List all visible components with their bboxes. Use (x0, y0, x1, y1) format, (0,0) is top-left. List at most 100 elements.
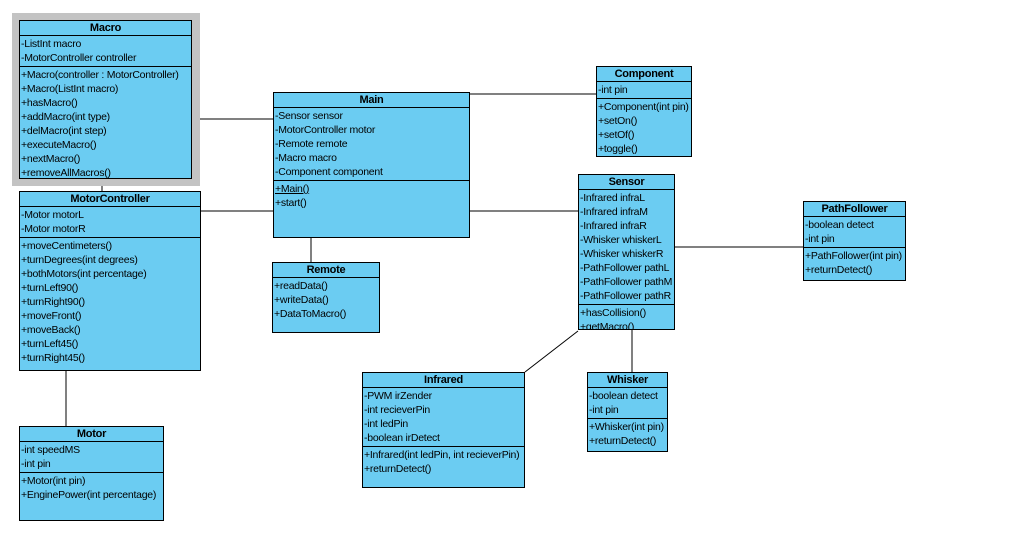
method-row: +returnDetect() (589, 435, 657, 447)
class-name: Remote (273, 263, 379, 278)
method-row: +turnLeft90() (21, 282, 79, 294)
attribute-row: -PathFollower pathL (580, 262, 670, 274)
attributes-compartment: -Motor motorL -Motor motorR (20, 207, 200, 238)
connector-sensor-to-infrared[interactable] (524, 330, 579, 373)
method-row: +hasMacro() (21, 97, 78, 109)
attribute-row: -boolean detect (589, 390, 658, 402)
methods-compartment: +Macro(controller : MotorController) +Mac… (20, 67, 191, 179)
methods-compartment: +PathFollower(int pin) +returnDetect() (804, 248, 905, 280)
method-row: +turnDegrees(int degrees) (21, 254, 138, 266)
attribute-row: -PathFollower pathM (580, 276, 673, 288)
attribute-row: -Sensor sensor (275, 110, 343, 122)
attribute-row: -Infrared infraR (580, 220, 647, 232)
methods-compartment: +Infrared(int ledPin, int recieverPin) +r… (363, 447, 524, 487)
method-row: +PathFollower(int pin) (805, 250, 902, 262)
class-box-macro[interactable]: Macro-ListInt macro-MotorController cont… (19, 20, 192, 179)
class-name: Infrared (363, 373, 524, 388)
attribute-row: -Macro macro (275, 152, 337, 164)
attribute-row: -Infrared infraL (580, 192, 645, 204)
method-row: +moveCentimeters() (21, 240, 112, 252)
class-box-motor[interactable]: Motor -int speedMS -int pin +Motor(int pin)… (19, 426, 164, 521)
method-row: +moveBack() (21, 324, 81, 336)
method-row: +returnDetect() (364, 463, 432, 475)
class-name: Sensor (579, 175, 674, 190)
method-row: +removeAllMacros() (21, 167, 111, 179)
method-row: +Macro(controller : MotorController) (21, 69, 179, 81)
attributes-compartment: -ListInt macro-MotorController controlle… (20, 36, 191, 67)
method-row: +bothMotors(int percentage) (21, 268, 147, 280)
method-row: +Macro(ListInt macro) (21, 83, 119, 95)
attribute-row: -Remote remote (275, 138, 348, 150)
attribute-row: -int recieverPin (364, 404, 431, 416)
method-row: +Component(int pin) (598, 101, 689, 113)
attribute-row: -boolean irDetect (364, 432, 440, 444)
class-name: Motor (20, 427, 163, 442)
attributes-compartment: -Infrared infraL -Infrared infraM -Infrare… (579, 190, 674, 305)
method-row: +turnRight90() (21, 296, 85, 308)
attribute-row: -Motor motorL (21, 209, 84, 221)
attribute-row: -int pin (805, 233, 835, 245)
attribute-row: -MotorController motor (275, 124, 376, 136)
class-box-pathfollower[interactable]: PathFollower -boolean detect -int pin +Path… (803, 201, 906, 281)
method-row: +Whisker(int pin) (589, 421, 664, 433)
attributes-compartment: -int pin (597, 82, 691, 99)
class-box-main[interactable]: Main -Sensor sensor -MotorController motor… (273, 92, 470, 238)
attribute-row: -PWM irZender (364, 390, 432, 402)
methods-compartment: +hasCollision() +getMacro() (579, 305, 674, 330)
attribute-row: -int ledPin (364, 418, 408, 430)
attributes-compartment: -Sensor sensor -MotorController motor -Rem… (274, 108, 469, 181)
method-row: +moveFront() (21, 310, 82, 322)
class-name: Whisker (588, 373, 667, 388)
methods-compartment: +Whisker(int pin) +returnDetect() (588, 419, 667, 451)
attribute-row: -Whisker whiskerL (580, 234, 662, 246)
methods-compartment: +Main() +start() (274, 181, 469, 237)
method-row: +Main() (275, 183, 310, 195)
class-box-remote[interactable]: Remote +readData() +writeData() +DataToMacr… (272, 262, 380, 333)
method-row: +turnLeft45() (21, 338, 79, 350)
class-name: Macro (20, 21, 191, 36)
attribute-row: -PathFollower pathR (580, 290, 671, 302)
class-name: MotorController (20, 192, 200, 207)
attribute-row: -int speedMS (21, 444, 80, 456)
class-box-motorcontroller[interactable]: MotorController-Motor motorL-Motor motor… (19, 191, 201, 371)
method-row: +writeData() (274, 294, 329, 306)
method-row: +turnRight45() (21, 352, 85, 364)
class-name: PathFollower (804, 202, 905, 217)
class-box-sensor[interactable]: Sensor-Infrared infraL-Infrared infraM-I… (578, 174, 675, 330)
methods-compartment: +moveCentimeters() +turnDegrees(int degre… (20, 238, 200, 370)
method-row: +delMacro(int step) (21, 125, 107, 137)
attributes-compartment: -int speedMS -int pin (20, 442, 163, 473)
attribute-row: -int pin (21, 458, 51, 470)
methods-compartment: +Component(int pin)+setOn()+setOf()+togg… (597, 99, 691, 156)
method-row: +readData() (274, 280, 328, 292)
method-row: +returnDetect() (805, 264, 873, 276)
method-row: +setOf() (598, 129, 635, 141)
method-row: +addMacro(int type) (21, 111, 110, 123)
class-name: Component (597, 67, 691, 82)
class-box-component[interactable]: Component -int pin +Component(int pin) +set… (596, 66, 692, 157)
attribute-row: -Infrared infraM (580, 206, 648, 218)
class-box-whisker[interactable]: Whisker -boolean detect -int pin +Whisker(i… (587, 372, 668, 452)
method-row: +executeMacro() (21, 139, 97, 151)
method-row: +hasCollision() (580, 307, 646, 319)
method-row: +Infrared(int ledPin, int recieverPin) (364, 449, 520, 461)
methods-compartment: +Motor(int pin)+EnginePower(int percenta… (20, 473, 163, 520)
attribute-row: -Component component (275, 166, 383, 178)
method-row: +start() (275, 197, 307, 209)
method-row: +DataToMacro() (274, 308, 347, 320)
method-row: +setOn() (598, 115, 638, 127)
attribute-row: -Motor motorR (21, 223, 86, 235)
attribute-row: -int pin (598, 84, 628, 96)
method-row: +nextMacro() (21, 153, 81, 165)
attribute-row: -Whisker whiskerR (580, 248, 664, 260)
attributes-compartment: -boolean detect -int pin (804, 217, 905, 248)
class-box-infrared[interactable]: Infrared -PWM irZender -int recieverPin -in… (362, 372, 525, 488)
attribute-row: -ListInt macro (21, 38, 82, 50)
method-row: +getMacro() (580, 321, 635, 330)
attributes-compartment: -boolean detect -int pin (588, 388, 667, 419)
attribute-row: -boolean detect (805, 219, 874, 231)
class-name: Main (274, 93, 469, 108)
attribute-row: -int pin (589, 404, 619, 416)
